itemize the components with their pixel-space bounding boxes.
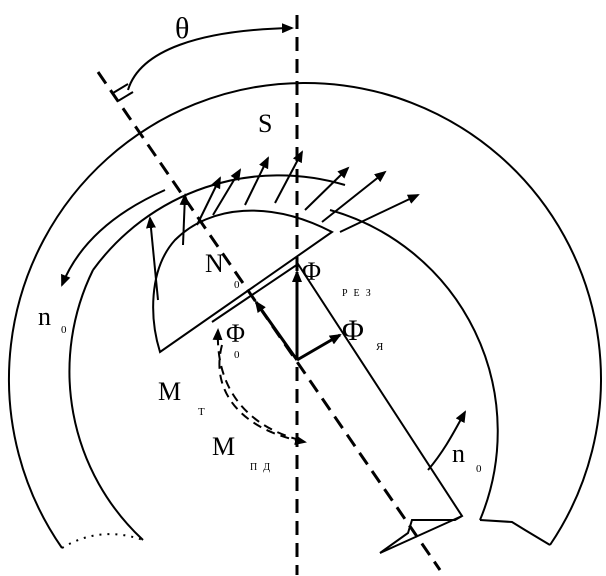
rotation-arrow-left [61, 189, 166, 287]
stator-inner-arc-right [329, 209, 499, 521]
torque-mt-arrow [212, 328, 301, 441]
n0-left-label: n [38, 302, 51, 331]
mt-subscript: Т [198, 406, 208, 418]
n0-left-subscript: 0 [61, 324, 70, 336]
torque-mpd-arrow [218, 344, 307, 446]
flux-vector [244, 156, 269, 206]
inclined-axis [96, 71, 442, 571]
phi-ya-subscript: Я [376, 341, 386, 353]
flux-vector [339, 194, 420, 233]
flux-vector [145, 216, 159, 301]
stator-outer-arc [8, 81, 602, 549]
stator-inner-arc-top [92, 174, 346, 271]
flux-vector [179, 193, 190, 246]
phi-rez-label: Φ [302, 257, 321, 286]
mpd-subscript: ПД [250, 462, 276, 473]
flux-vector [304, 166, 350, 211]
flux-vector [321, 170, 387, 223]
main-pole [152, 209, 334, 354]
axis-tick-1 [112, 83, 129, 94]
mt-label: M [158, 377, 181, 406]
additional-pole [211, 262, 464, 554]
n0-right-subscript: 0 [476, 463, 485, 475]
mpd-label: M [212, 432, 235, 461]
theta-arrow [127, 23, 294, 91]
phi-ya-label: Φ [342, 314, 364, 347]
phi-rez-subscript: РЕЗ [342, 288, 377, 299]
n0-pole-subscript: 0 [234, 279, 243, 291]
n0-pole-label: N [205, 249, 224, 278]
rotation-arrow-right [427, 410, 466, 471]
n0-right-label: n [452, 439, 465, 468]
flux-vector [274, 150, 303, 204]
stator-cut-right [479, 519, 551, 546]
flux-vector [196, 176, 221, 226]
theta-label: θ [175, 12, 189, 45]
phi0-subscript: 0 [234, 349, 243, 361]
s-label: S [258, 109, 272, 138]
axis-tick-2 [117, 91, 134, 102]
stator-cut-left [61, 533, 144, 549]
tooth-notch [379, 515, 463, 554]
phi-ya-vector [296, 333, 342, 362]
phi0-vector [254, 300, 299, 361]
stator-inner-arc [68, 269, 144, 541]
air-gap-flux-vectors [145, 150, 420, 301]
flux-vector [212, 168, 242, 216]
phi0-label: Φ [226, 319, 245, 348]
